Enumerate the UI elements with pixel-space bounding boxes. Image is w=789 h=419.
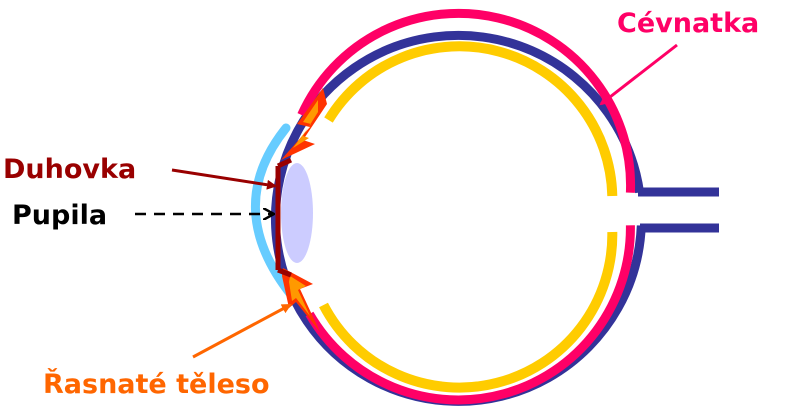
rasnate-teleso-pointer	[192, 303, 292, 359]
iris-cap-bottom	[277, 267, 292, 278]
label-pupila: Pupila	[12, 200, 107, 231]
label-cevnatka: Cévnatka	[617, 8, 759, 39]
cornea	[250, 123, 297, 301]
lens	[281, 163, 313, 263]
iris-cap-top	[276, 157, 293, 169]
ciliary-body-lower-highlight	[289, 276, 310, 316]
duhovka-pointer	[171, 168, 277, 190]
retina-lower	[319, 231, 618, 393]
choroid	[297, 8, 636, 193]
label-rasnate-teleso: Řasnaté těleso	[43, 368, 270, 400]
label-duhovka: Duhovka	[3, 154, 136, 185]
cevnatka-pointer	[599, 43, 678, 106]
retina	[324, 41, 618, 197]
ciliary-body-upper-highlight	[293, 100, 318, 148]
choroid-lower	[305, 225, 635, 405]
